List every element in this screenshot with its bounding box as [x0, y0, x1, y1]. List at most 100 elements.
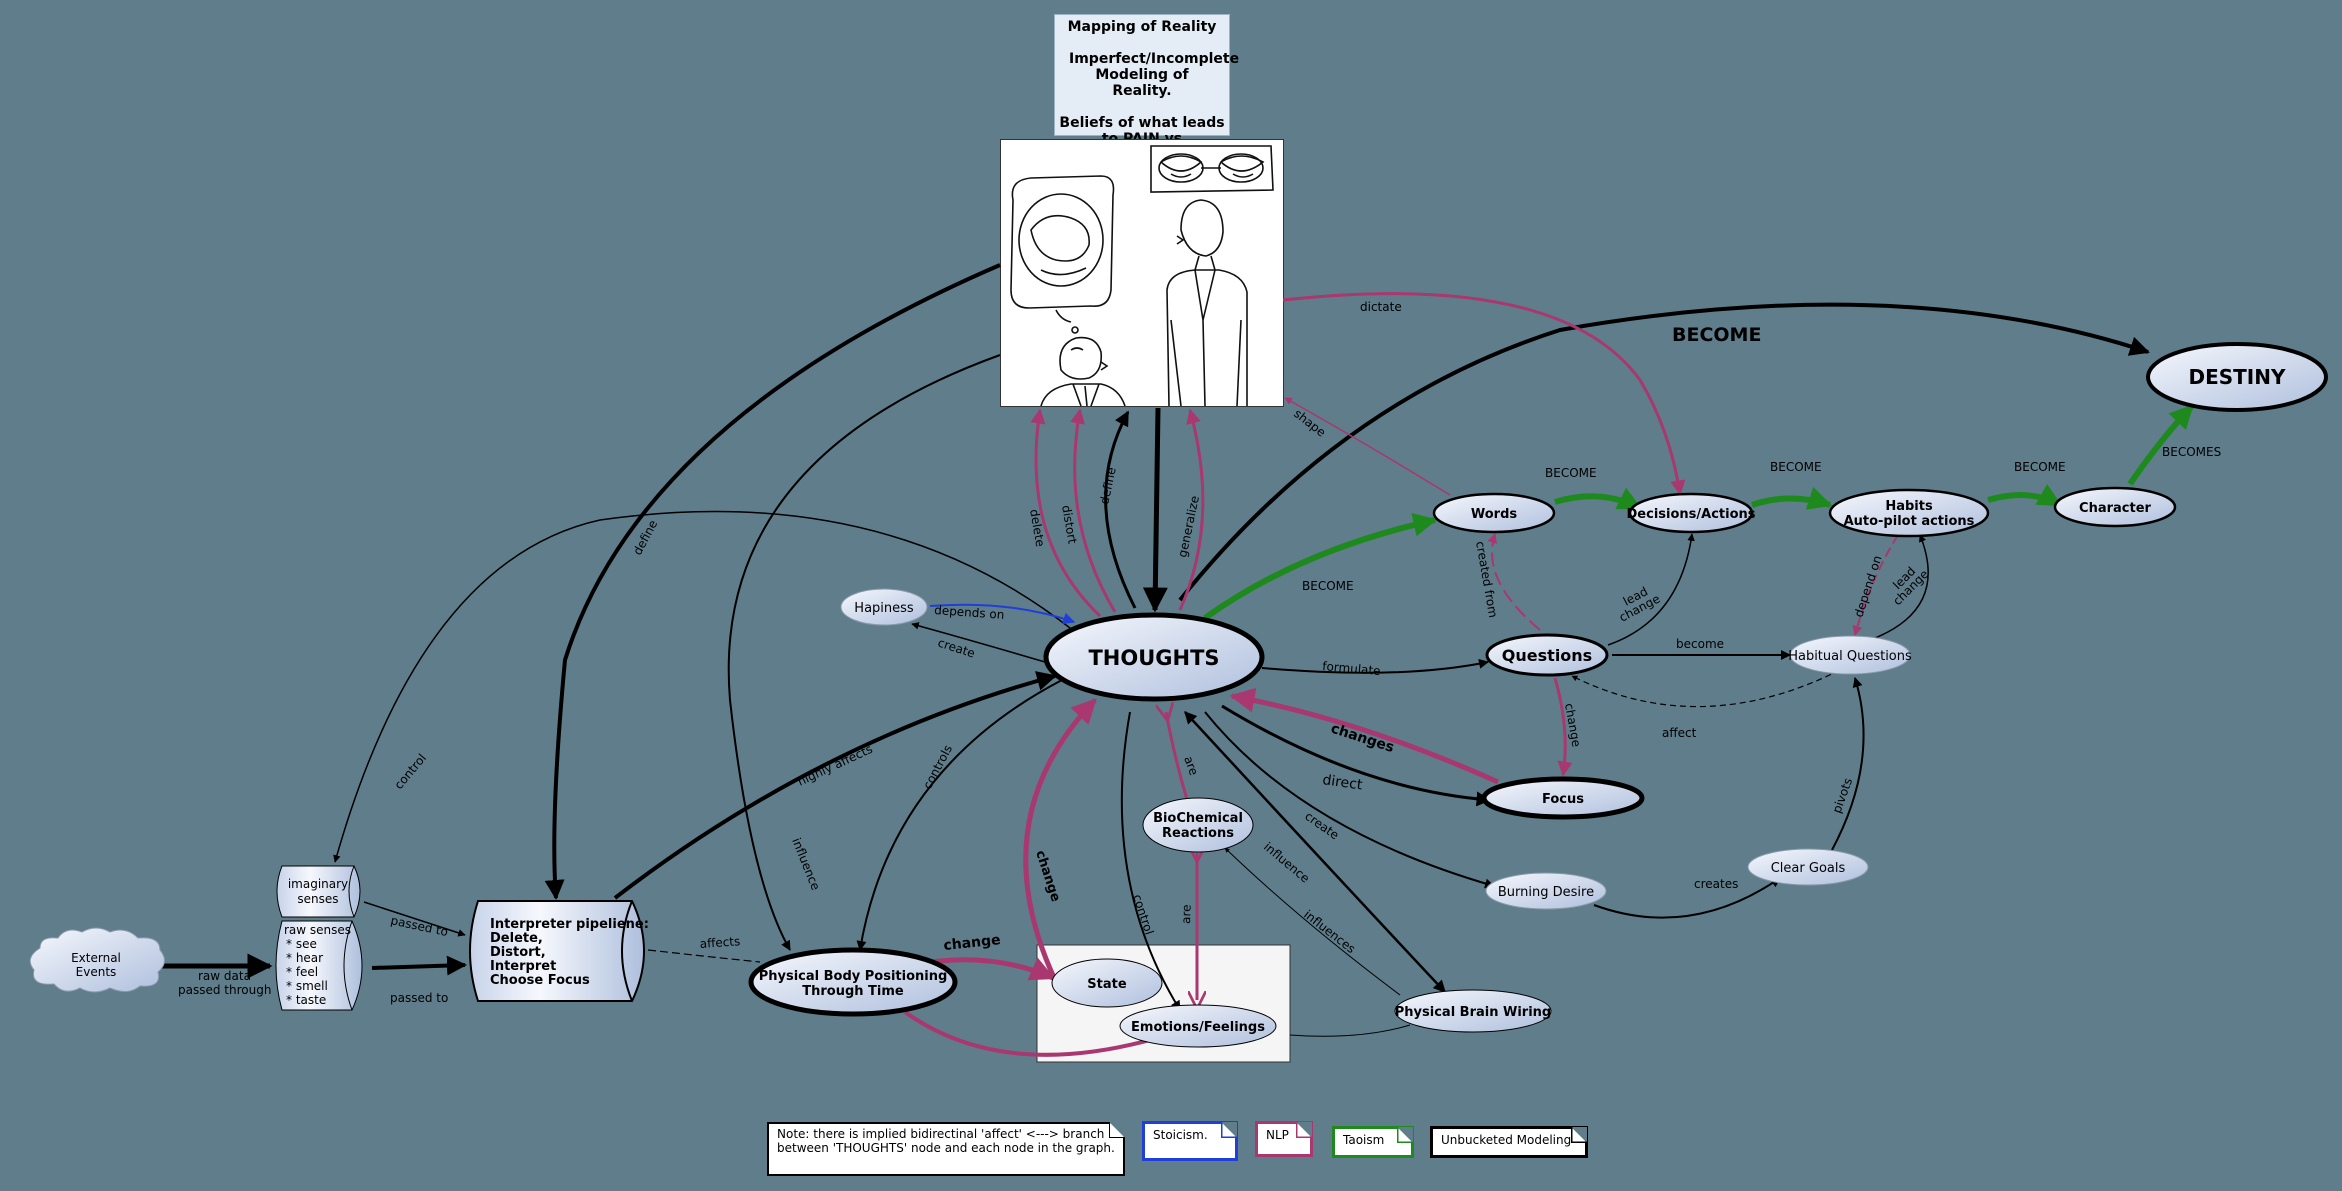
- label-become-big: BECOME: [1672, 324, 1761, 346]
- node-external-events-label-1: External: [71, 951, 121, 965]
- node-physical-brain-wiring[interactable]: Physical Brain Wiring: [1394, 989, 1552, 1033]
- legend-unbucketed: Unbucketed Modeling: [1430, 1126, 1588, 1158]
- node-habitual-questions-label: Habitual Questions: [1788, 649, 1912, 664]
- node-biochemical[interactable]: BioChemical Reactions: [1142, 797, 1254, 853]
- legend-nlp: NLP: [1255, 1121, 1313, 1157]
- node-imaginary-senses[interactable]: imaginary senses: [276, 865, 361, 918]
- node-interpreter-line-1: Delete,: [490, 931, 543, 946]
- node-external-events-label-2: Events: [76, 965, 117, 979]
- edge-sketch-thoughts: [1142, 407, 1168, 613]
- node-raw-senses-line-2: * hear: [286, 951, 323, 965]
- edge-influences: [1224, 847, 1401, 996]
- node-thoughts[interactable]: THOUGHTS: [1043, 612, 1265, 702]
- edge-influence-pbw: [1184, 711, 1446, 993]
- edge-controls: [856, 679, 1063, 951]
- label-pivots: pivots: [1830, 776, 1856, 815]
- node-hapiness-label: Hapiness: [854, 601, 914, 616]
- node-emotions-label: Emotions/Feelings: [1131, 1020, 1265, 1035]
- legend-taoism: Taoism: [1332, 1126, 1414, 1158]
- info-subtitle: Imperfect/Incomplete Modeling of Reality…: [1069, 51, 1240, 99]
- edge-creates: [1593, 877, 1781, 919]
- stoicism-fold-icon: [1221, 1122, 1237, 1138]
- legend-stoicism-label: Stoicism.: [1153, 1128, 1208, 1142]
- label-become-thoughts: BECOME: [1302, 579, 1354, 593]
- node-burning-desire[interactable]: Burning Desire: [1485, 872, 1607, 910]
- node-interpreter-pipeline[interactable]: Interpreter pipeliene: Delete, Distort, …: [469, 900, 649, 1002]
- node-thoughts-label: THOUGHTS: [1088, 646, 1219, 670]
- node-questions-label: Questions: [1502, 646, 1592, 665]
- node-destiny[interactable]: DESTINY: [2146, 342, 2328, 412]
- edge-create-hap: [911, 622, 1046, 663]
- node-emotions[interactable]: Emotions/Feelings: [1119, 1004, 1277, 1048]
- label-become-decisions: BECOME: [1770, 460, 1822, 474]
- node-clear-goals[interactable]: Clear Goals: [1747, 848, 1869, 886]
- node-raw-senses-line-0: raw senses: [284, 923, 351, 937]
- label-change-big: change: [1032, 849, 1063, 904]
- label-raw-data-2: passed through: [178, 983, 271, 997]
- edge-character-destiny: [2127, 403, 2195, 486]
- node-decisions[interactable]: Decisions/Actions: [1627, 492, 1756, 534]
- legend-unbucketed-label: Unbucketed Modeling: [1441, 1133, 1572, 1147]
- label-depend-on: depend on: [1852, 554, 1885, 619]
- node-interpreter-line-3: Interpret: [490, 959, 556, 974]
- label-changes: changes: [1329, 721, 1396, 756]
- edge-dictate: [1282, 292, 1686, 496]
- label-influence-pbw: influence: [1261, 840, 1312, 886]
- unbucketed-fold-icon: [1571, 1127, 1587, 1143]
- node-words[interactable]: Words: [1432, 492, 1556, 534]
- node-destiny-label: DESTINY: [2189, 365, 2286, 389]
- node-raw-senses[interactable]: raw senses * see * hear * feel * smell *…: [275, 920, 363, 1011]
- node-interpreter-line-4: Choose Focus: [490, 973, 590, 988]
- edge-change-big: [1023, 698, 1097, 984]
- edge-depends-on: [929, 603, 1076, 625]
- label-becomes: BECOMES: [2162, 445, 2221, 459]
- node-physical-body[interactable]: Physical Body Positioning Through Time: [748, 947, 958, 1017]
- edge-define-1: [544, 263, 1001, 900]
- node-interpreter-line-2: Distort,: [490, 945, 546, 960]
- legend-note-line-1: Note: there is implied bidirectinal 'aff…: [777, 1127, 1105, 1141]
- edge-lead-change-1: [1607, 533, 1695, 646]
- edge-decisions-habits: [1751, 486, 1833, 510]
- label-depends-on: depends on: [934, 603, 1005, 622]
- node-character-label: Character: [2079, 501, 2151, 516]
- edge-pivots: [1831, 677, 1865, 851]
- edge-change-q: [1553, 677, 1573, 777]
- edge-distort: [1070, 408, 1117, 613]
- label-affect-hq: affect: [1662, 726, 1697, 740]
- label-affects: affects: [699, 934, 740, 951]
- node-decisions-label: Decisions/Actions: [1627, 507, 1756, 522]
- edge-influence-pb: [727, 354, 1001, 951]
- node-questions[interactable]: Questions: [1485, 633, 1609, 677]
- node-raw-senses-line-5: * taste: [286, 993, 326, 1007]
- edge-delete: [1030, 408, 1102, 618]
- edge-shape: [1284, 397, 1451, 496]
- note-fold-icon: [1109, 1122, 1125, 1138]
- label-passed-to-1: passed to: [389, 913, 449, 939]
- label-influence-pb: influence: [789, 836, 823, 892]
- edge-affects: [647, 949, 761, 963]
- node-state-label: State: [1087, 977, 1127, 992]
- node-hapiness[interactable]: Hapiness: [840, 588, 928, 626]
- node-focus[interactable]: Focus: [1481, 776, 1645, 820]
- edge-formulate: [1261, 658, 1489, 674]
- edge-define2: [1104, 410, 1137, 609]
- edge-emotions-body: [903, 1010, 1151, 1057]
- label-delete: delete: [1027, 508, 1047, 548]
- node-habitual-questions[interactable]: Habitual Questions: [1788, 635, 1912, 675]
- node-biochemical-label-1: BioChemical: [1153, 811, 1243, 826]
- legend-note-line-2: between 'THOUGHTS' node and each node in…: [777, 1141, 1115, 1155]
- label-controls: controls: [920, 743, 955, 792]
- edge-em-pbw: [1289, 1024, 1411, 1037]
- node-burning-desire-label: Burning Desire: [1498, 885, 1594, 900]
- label-change-state: change: [943, 932, 1002, 954]
- node-interpreter-line-0: Interpreter pipeliene:: [490, 917, 649, 932]
- node-state[interactable]: State: [1051, 958, 1163, 1008]
- node-character[interactable]: Character: [2053, 486, 2177, 528]
- edges: [162, 263, 2195, 1057]
- node-focus-label: Focus: [1542, 792, 1584, 807]
- node-imaginary-senses-label-2: senses: [297, 892, 338, 906]
- label-create-hap: create: [936, 636, 977, 661]
- node-physical-body-label-2: Through Time: [802, 984, 904, 999]
- node-habits[interactable]: Habits Auto-pilot actions: [1828, 488, 1990, 538]
- node-external-events[interactable]: External Events: [29, 927, 165, 993]
